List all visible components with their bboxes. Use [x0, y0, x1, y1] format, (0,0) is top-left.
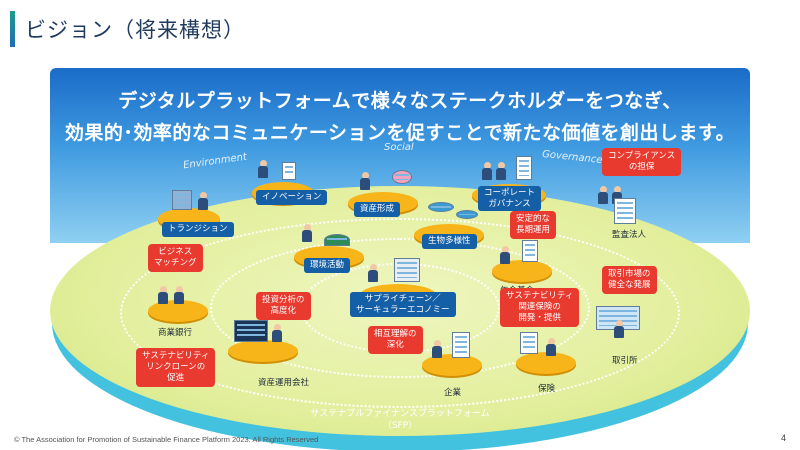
platform-name: サステナブルファイナンスプラットフォーム	[310, 409, 490, 419]
person-icon	[598, 186, 608, 204]
actor-label: 資産運用会社	[258, 378, 310, 388]
platform-abbr: （SFP）	[382, 421, 418, 431]
callout-investment-analysis: 投資分析の 高度化	[256, 292, 311, 321]
person-icon	[500, 246, 510, 264]
factory-icon	[394, 258, 420, 282]
callout-sustainability-loan: サステナビリティ リンクローンの 促進	[136, 348, 216, 388]
slide-title-bar: ビジョン（将来構想）	[10, 10, 245, 48]
node-pad	[422, 354, 482, 376]
node-label: イノベーション	[256, 190, 328, 205]
solar-panel-icon	[172, 190, 192, 210]
callout-mutual-understanding: 相互理解の 深化	[368, 326, 423, 355]
actor-label: 保険	[538, 384, 556, 394]
platform-caption: サステナブルファイナンスプラットフォーム （SFP）	[240, 408, 560, 432]
building-icon	[522, 240, 538, 262]
callout-business-matching: ビジネス マッチング	[148, 244, 203, 273]
connection-arc	[210, 238, 590, 378]
headline-line-1: デジタルプラットフォームで様々なステークホルダーをつなぎ、	[118, 90, 682, 112]
page-number: 4	[780, 433, 786, 443]
person-icon	[614, 320, 624, 338]
dolphin-icon	[428, 202, 454, 212]
node-label: コーポレート ガバナンス	[478, 186, 542, 212]
person-icon	[258, 160, 268, 178]
callout-sustainability-insurance: サステナビリティ 関連保険の 開発・提供	[500, 288, 580, 328]
actor-label: 監査法人	[612, 230, 647, 240]
node-label: サプライチェーン／ サーキュラーエコノミー	[350, 292, 456, 318]
person-icon	[482, 162, 492, 180]
person-icon	[272, 324, 282, 342]
node-label: トランジション	[162, 222, 234, 237]
node-pad	[228, 340, 298, 362]
slide-title: ビジョン（将来構想）	[25, 18, 245, 42]
headline-line-2: 効果的･効率的なコミュニケーションを促すことで新たな価値を創出します。	[64, 122, 736, 144]
wind-turbine-icon	[282, 162, 296, 180]
building-icon	[614, 198, 636, 224]
callout-stable-management: 安定的な 長期運用	[510, 211, 557, 240]
person-icon	[302, 224, 312, 242]
callout-compliance: コンプライアンス の担保	[602, 148, 682, 177]
person-icon	[360, 172, 370, 190]
building-icon	[452, 332, 470, 358]
vision-illustration: デジタルプラットフォームで様々なステークホルダーをつなぎ、 効果的･効率的なコミ…	[50, 68, 750, 450]
actor-label: 取引所	[612, 356, 638, 366]
person-icon	[432, 340, 442, 358]
node-pad	[148, 300, 208, 322]
node-pad	[516, 352, 576, 374]
node-label: 資産形成	[354, 202, 401, 217]
person-icon	[546, 338, 556, 356]
piggy-bank-icon	[392, 170, 412, 184]
title-accent-bar	[10, 11, 15, 47]
tree-icon	[324, 234, 350, 246]
callout-market-development: 取引市場の 健全な発展	[602, 266, 657, 295]
chart-screen-icon	[596, 306, 640, 330]
node-pad	[492, 260, 552, 282]
copyright-notice: © The Association for Promotion of Susta…	[14, 435, 319, 444]
node-label: 生物多様性	[422, 234, 477, 249]
person-icon	[496, 162, 506, 180]
person-icon	[158, 286, 168, 304]
category-social: Social	[384, 142, 414, 153]
connection-arc	[120, 218, 680, 408]
building-icon	[516, 156, 532, 180]
actor-label: 企業	[444, 388, 462, 398]
building-icon	[520, 332, 538, 354]
dolphin-icon	[456, 210, 478, 219]
person-icon	[198, 192, 208, 210]
person-icon	[174, 286, 184, 304]
chart-screen-icon	[234, 320, 268, 342]
person-icon	[368, 264, 378, 282]
actor-label: 商業銀行	[158, 328, 193, 338]
node-label: 環境活動	[304, 258, 351, 273]
